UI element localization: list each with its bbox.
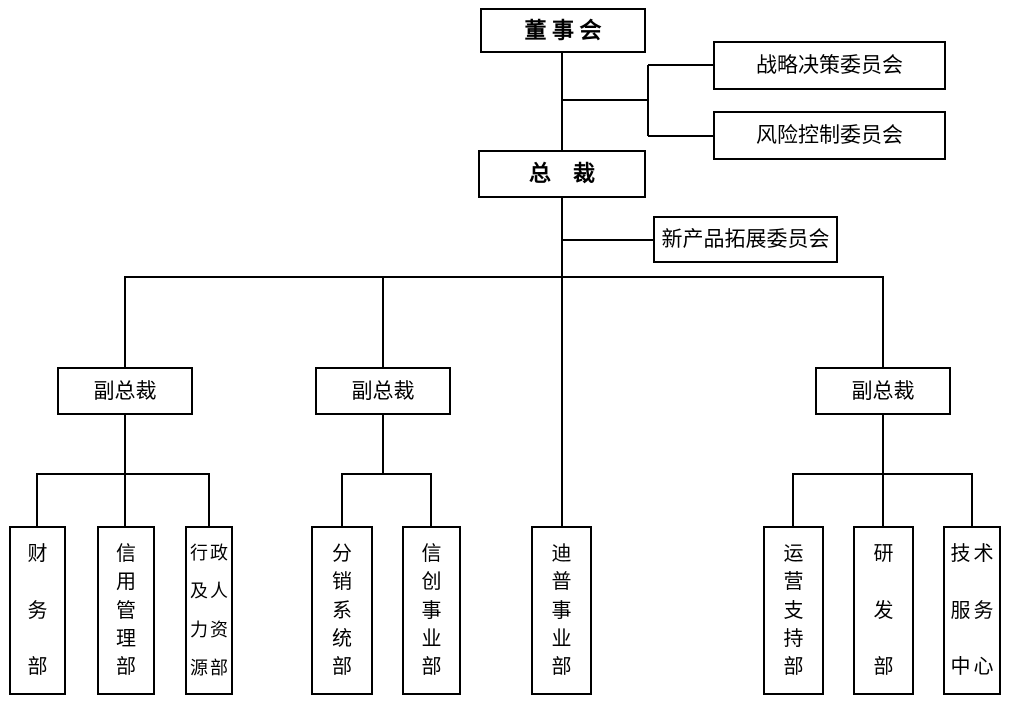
node-tech-service-center: 技术服务中心 [943, 526, 1001, 695]
node-label-line: 部 [421, 656, 442, 678]
node-president: 总 裁 [478, 150, 646, 198]
node-label: 总 裁 [528, 161, 595, 186]
node-label-line: 及人 [190, 581, 230, 602]
node-label: 风险控制委员会 [756, 123, 903, 147]
node-label-line: 持 [783, 627, 804, 650]
node-label: 副总裁 [351, 378, 415, 403]
node-board-of-directors: 董 事 会 [480, 8, 646, 53]
node-label-line: 部 [332, 656, 352, 678]
node-label: 副总裁 [851, 378, 915, 403]
node-label-line: 务 [27, 599, 48, 622]
node-label-line: 研 [873, 543, 894, 565]
node-label-line: 迪 [551, 543, 572, 565]
node-label-line: 用 [116, 571, 136, 594]
node-new-product-committee: 新产品拓展委员会 [653, 216, 838, 263]
node-dept-dipu-business: 迪普事业部 [531, 526, 592, 695]
node-label-line: 部 [783, 656, 804, 678]
node-label-line: 部 [551, 656, 572, 678]
node-label-line: 部 [116, 656, 136, 678]
node-label-line: 系 [332, 599, 352, 622]
node-label-line: 普 [551, 571, 572, 594]
node-label-line: 业 [421, 627, 442, 650]
node-label-line: 行政 [190, 543, 230, 563]
node-dept-distribution-systems: 分销系统部 [311, 526, 373, 695]
node-label-line: 管 [116, 599, 136, 622]
node-label-line: 源部 [190, 657, 230, 678]
node-label: 董 事 会 [524, 17, 602, 43]
node-label-line: 部 [873, 656, 894, 678]
node-label-line: 营 [783, 571, 804, 594]
node-label-line: 运 [783, 543, 804, 565]
node-dept-xinchuang-business: 信创事业部 [402, 526, 461, 695]
node-label-line: 信 [421, 543, 442, 565]
node-dept-admin-hr: 行政及人力资源部 [185, 526, 233, 695]
node-label-line: 技术 [950, 543, 997, 565]
node-vp-left: 副总裁 [57, 367, 193, 415]
node-label-line: 发 [873, 599, 894, 622]
node-label: 副总裁 [93, 378, 157, 403]
node-label-line: 业 [551, 627, 572, 650]
node-label-line: 支 [783, 599, 804, 622]
node-label-line: 事 [551, 599, 572, 622]
node-label-line: 财 [27, 543, 48, 565]
node-risk-control-committee: 风险控制委员会 [713, 111, 946, 160]
node-label: 新产品拓展委员会 [661, 227, 830, 251]
node-strategy-committee: 战略决策委员会 [713, 41, 946, 90]
node-label-line: 分 [332, 543, 352, 565]
node-label: 战略决策委员会 [756, 53, 903, 77]
node-label-line: 力资 [190, 619, 230, 640]
node-dept-rnd: 研发部 [853, 526, 914, 695]
node-label-line: 销 [332, 571, 352, 594]
node-label-line: 部 [27, 656, 48, 678]
node-dept-operations-support: 运营支持部 [763, 526, 824, 695]
node-dept-credit-management: 信用管理部 [97, 526, 155, 695]
node-dept-finance: 财务部 [9, 526, 66, 695]
node-label-line: 事 [421, 599, 442, 622]
node-label-line: 统 [332, 627, 352, 650]
node-label-line: 服务 [950, 599, 997, 622]
node-label-line: 中心 [950, 656, 997, 678]
node-label-line: 创 [421, 571, 442, 594]
node-label-line: 信 [116, 543, 136, 565]
node-vp-right: 副总裁 [815, 367, 951, 415]
node-vp-middle: 副总裁 [315, 367, 451, 415]
node-label-line: 理 [116, 627, 136, 650]
